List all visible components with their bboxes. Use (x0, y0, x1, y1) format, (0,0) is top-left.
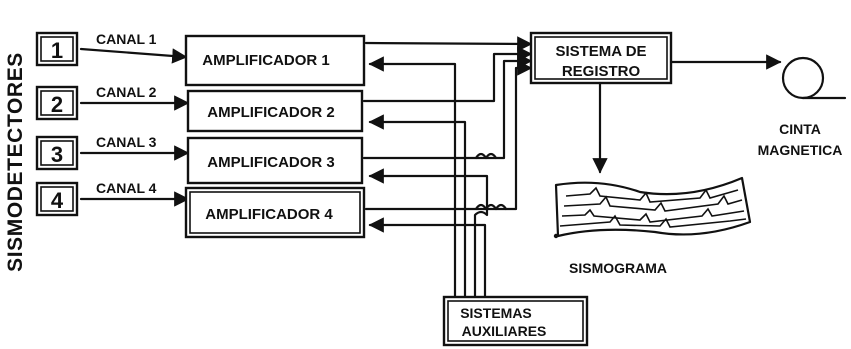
tape-label-line-1: CINTA (779, 121, 821, 137)
crossover-hops (476, 154, 506, 209)
aux-return-3 (370, 176, 487, 298)
aux-return-4 (370, 225, 485, 298)
channel-1-label: CANAL 1 (96, 31, 157, 47)
amplifier-1: AMPLIFICADOR 1 (186, 36, 364, 85)
channel-3-label: CANAL 3 (96, 134, 157, 150)
output-wire-4 (366, 68, 531, 209)
sensor-number: 2 (51, 92, 63, 117)
sismograma-label: SISMOGRAMA (569, 260, 667, 276)
output-wire-1 (366, 43, 531, 44)
sensor-3: 3 (37, 137, 77, 169)
amplifier-label: AMPLIFICADOR 2 (207, 104, 335, 121)
sensor-number: 4 (51, 188, 64, 213)
aux-return-1 (370, 64, 455, 298)
side-label-sismodetectores: SISMODETECTORES (4, 52, 27, 272)
registro-line-2: REGISTRO (562, 63, 641, 80)
output-wire-3 (364, 61, 531, 158)
auxiliares-box: SISTEMAS AUXILIARES (444, 297, 587, 345)
amplifier-label: AMPLIFICADOR 3 (207, 154, 335, 171)
registro-line-1: SISTEMA DE (555, 43, 646, 60)
channel-1-wire (81, 49, 186, 57)
sensor-2: 2 (37, 87, 77, 119)
amplifier-2: AMPLIFICADOR 2 (188, 91, 362, 131)
channel-2-label: CANAL 2 (96, 84, 157, 100)
channel-4-label: CANAL 4 (96, 180, 157, 196)
sensor-4: 4 (37, 183, 77, 215)
amplifier-label: AMPLIFICADOR 4 (205, 206, 333, 223)
amplifier-label: AMPLIFICADOR 1 (202, 52, 330, 69)
amplifier-4: AMPLIFICADOR 4 (186, 188, 364, 237)
sensor-number: 3 (51, 142, 63, 167)
sismograma-icon (554, 178, 750, 238)
sensor-1: 1 (37, 33, 77, 65)
amplifier-3: AMPLIFICADOR 3 (188, 138, 362, 183)
tape-reel-icon (783, 58, 845, 98)
auxiliares-line-2: AUXILIARES (462, 323, 547, 339)
tape-label-line-2: MAGNETICA (758, 142, 843, 158)
registro-box: SISTEMA DE REGISTRO (531, 33, 671, 83)
sensor-number: 1 (51, 38, 63, 63)
auxiliares-line-1: SISTEMAS (460, 305, 532, 321)
